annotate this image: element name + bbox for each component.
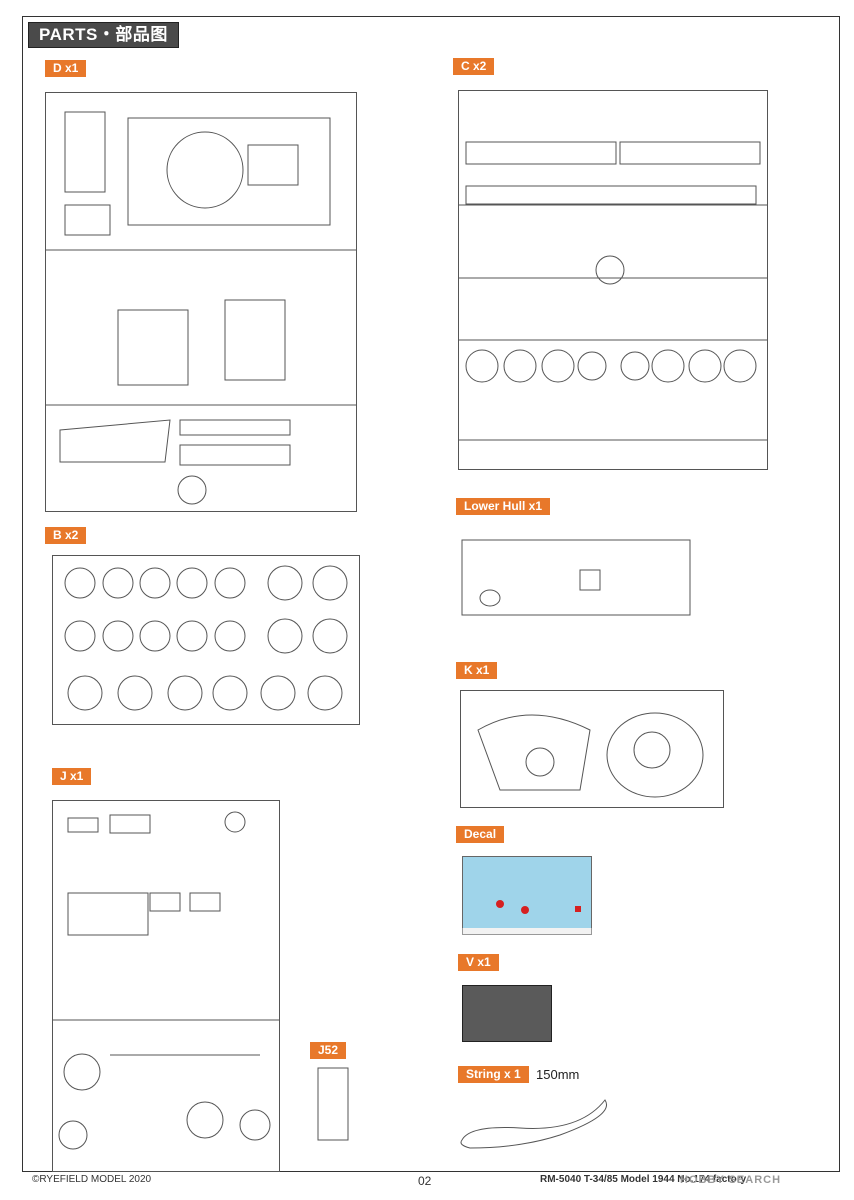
turret-ring-part xyxy=(166,131,244,209)
j-part-13 xyxy=(67,892,149,936)
d-part-grille xyxy=(117,309,189,386)
j-part-43 xyxy=(63,1053,101,1091)
string-part xyxy=(460,1099,607,1149)
sprue-v-label: V x1 xyxy=(458,954,499,971)
sprue-k-label: K x1 xyxy=(456,662,498,679)
d-part-37 xyxy=(177,475,207,505)
b-tire-2 xyxy=(312,565,348,601)
j-part-48 xyxy=(186,1101,224,1139)
turret-gun-mount xyxy=(633,731,671,769)
b-tire-5 xyxy=(67,675,103,711)
sprue-c-label: C x2 xyxy=(453,58,495,75)
turret-cupola xyxy=(525,747,555,777)
lower-hull-escape-hatch xyxy=(479,589,501,607)
b-tire-3 xyxy=(267,618,303,654)
decal-red-diamond xyxy=(575,906,581,912)
b-wheel-6 xyxy=(64,620,96,652)
d-part-22 xyxy=(59,419,171,463)
track-link-set-3 xyxy=(619,141,761,165)
decal-red-star-2 xyxy=(521,906,529,914)
product-code: RM-5040 T-34/85 Model 1944 No.174 factor… xyxy=(540,1174,747,1185)
c-wheel-29 xyxy=(651,349,685,383)
b-wheel-7 xyxy=(102,620,134,652)
string-label: String x 1 xyxy=(458,1066,529,1083)
b-wheel-10 xyxy=(214,620,246,652)
turret-shell-part xyxy=(606,712,704,798)
b-wheel-5 xyxy=(214,567,246,599)
j-part-14 xyxy=(149,892,181,912)
b-tire-7 xyxy=(167,675,203,711)
sprue-d-label: D x1 xyxy=(45,60,87,77)
string-length: 150mm xyxy=(536,1067,580,1082)
c-wheel-31 xyxy=(723,349,757,383)
b-wheel-4 xyxy=(176,567,208,599)
b-tire-8 xyxy=(212,675,248,711)
c-road-wheel-25a xyxy=(465,349,499,383)
upper-hull-part xyxy=(127,117,331,226)
b-wheel-2 xyxy=(102,567,134,599)
c-wheel-30 xyxy=(688,349,722,383)
decal-sheet xyxy=(462,856,592,930)
decal-info-strip xyxy=(462,928,592,935)
c-road-wheel-26 xyxy=(541,349,575,383)
lower-hull-label: Lower Hull x1 xyxy=(456,498,551,515)
c-wheel-28 xyxy=(620,351,650,381)
sprue-k-frame xyxy=(460,690,724,808)
j52-label: J52 xyxy=(310,1042,347,1059)
d-part-radiator xyxy=(224,299,286,381)
photo-etch-fret xyxy=(462,985,552,1042)
track-link-set-2 xyxy=(465,141,617,165)
sprue-d-frame xyxy=(45,92,357,512)
j-part-5 xyxy=(224,811,246,833)
b-wheel-8 xyxy=(139,620,171,652)
sprue-j-frame xyxy=(52,800,280,1172)
j-part-49 xyxy=(239,1109,271,1141)
watermark: HOBBY SEARCH xyxy=(680,1174,782,1186)
d-part-26 xyxy=(179,444,291,466)
b-tire-4 xyxy=(312,618,348,654)
j-part-1 xyxy=(67,817,99,833)
page-title: PARTS・部品图 xyxy=(28,22,179,48)
b-tire-6 xyxy=(117,675,153,711)
engine-deck-part xyxy=(247,144,299,186)
lower-hull-part xyxy=(461,539,691,616)
b-wheel-3 xyxy=(139,567,171,599)
c-road-wheel-25b xyxy=(503,349,537,383)
b-tire-1 xyxy=(267,565,303,601)
c-sprue-hub xyxy=(595,255,625,285)
b-wheel-1 xyxy=(64,567,96,599)
page-number: 02 xyxy=(418,1174,432,1188)
lower-hull-hatch xyxy=(579,569,601,591)
j-part-2 xyxy=(109,814,151,834)
d-part-2 xyxy=(64,111,106,193)
sprue-b-label: B x2 xyxy=(45,527,87,544)
d-part-3 xyxy=(64,204,111,236)
c-wheel-27 xyxy=(577,351,607,381)
b-tire-9 xyxy=(260,675,296,711)
sprue-j-label: J x1 xyxy=(52,768,92,785)
j-part-44 xyxy=(58,1120,88,1150)
copyright: ©RYEFIELD MODEL 2020 xyxy=(32,1174,152,1185)
decal-red-star-1 xyxy=(496,900,504,908)
b-wheel-9 xyxy=(176,620,208,652)
sprue-c-frame xyxy=(458,90,768,470)
track-link-set-4 xyxy=(465,185,757,205)
b-tire-10 xyxy=(307,675,343,711)
decal-label: Decal xyxy=(456,826,505,843)
j-part-15 xyxy=(189,892,221,912)
page-frame xyxy=(22,16,840,1172)
d-part-23 xyxy=(179,419,291,436)
j52-part xyxy=(317,1067,349,1141)
turret-roof-part xyxy=(477,714,591,791)
